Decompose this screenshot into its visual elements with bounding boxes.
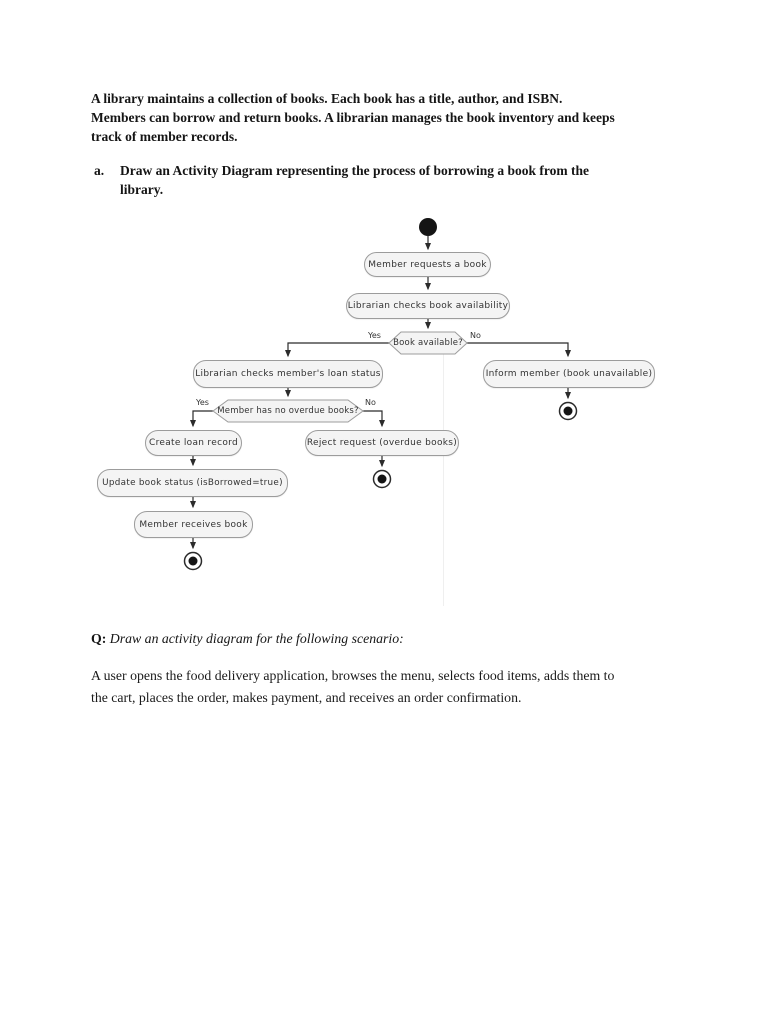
- activity-inform-member: Inform member (book unavailable): [483, 360, 655, 388]
- scenario-line: A user opens the food delivery applicati…: [91, 668, 615, 683]
- intro-line: Members can borrow and return books. A l…: [91, 110, 615, 125]
- intro-paragraph: A library maintains a collection of book…: [91, 89, 691, 146]
- final-node-success: [183, 551, 203, 571]
- scenario-line: the cart, places the order, makes paymen…: [91, 689, 522, 705]
- activity-create-loan-record: Create loan record: [145, 430, 242, 456]
- activity-check-availability: Librarian checks book availability: [346, 293, 510, 319]
- branch-label-no: No: [470, 331, 481, 340]
- activity-member-requests: Member requests a book: [364, 252, 491, 277]
- faint-divider-line: [443, 348, 444, 606]
- start-node: [419, 218, 437, 236]
- activity-member-receives-book: Member receives book: [134, 511, 253, 538]
- question-label: Q:: [91, 631, 107, 646]
- final-node-rejected: [372, 469, 392, 489]
- activity-update-book-status: Update book status (isBorrowed=true): [97, 469, 288, 497]
- edge-decision2-no-to-reject: [363, 410, 385, 428]
- decision-book-available-label: Book available?: [393, 338, 463, 348]
- branch-label-yes: Yes: [196, 398, 209, 407]
- list-marker: a.: [94, 163, 105, 178]
- activity-reject-request: Reject request (overdue books): [305, 430, 459, 456]
- intro-line: A library maintains a collection of book…: [91, 91, 563, 106]
- question-text: Draw an activity diagram for the followi…: [109, 631, 404, 646]
- branch-label-yes: Yes: [368, 331, 381, 340]
- decision-no-overdue-label: Member has no overdue books?: [217, 406, 359, 416]
- question-prompt: Q: Draw an activity diagram for the foll…: [91, 629, 691, 649]
- question-line: Draw an Activity Diagram representing th…: [120, 163, 589, 178]
- activity-check-loan-status: Librarian checks member's loan status: [193, 360, 383, 388]
- final-node-unavailable: [558, 401, 578, 421]
- intro-line: track of member records.: [91, 129, 238, 144]
- question-line: library.: [120, 182, 164, 197]
- branch-label-no: No: [365, 398, 376, 407]
- question-item-a: a. Draw an Activity Diagram representing…: [94, 161, 674, 199]
- scenario-paragraph: A user opens the food delivery applicati…: [91, 665, 711, 708]
- edge-decision-no-to-inform: [467, 342, 571, 358]
- question-item-a-text: Draw an Activity Diagram representing th…: [120, 161, 674, 199]
- edge-decision-yes-to-loanstatus: [285, 342, 389, 358]
- edge-decision2-yes-to-create: [190, 410, 213, 428]
